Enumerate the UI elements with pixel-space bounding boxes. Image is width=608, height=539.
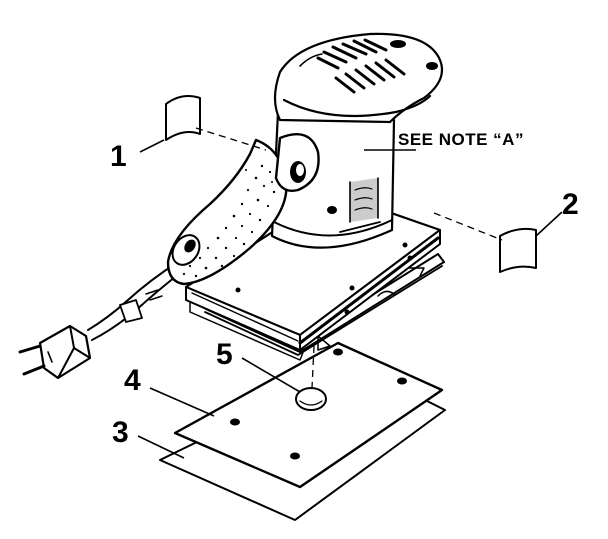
label-sticker-icon [499,227,537,273]
callout-1: 1 [110,140,127,173]
callout-4: 4 [124,364,141,397]
label-sticker-icon [165,95,201,141]
rubber-bumper-icon [295,387,327,411]
callout-5: 5 [216,338,233,371]
power-cord [87,261,185,341]
callout-3: 3 [112,416,129,449]
power-plug-icon [18,324,92,380]
sander-handle [166,133,320,286]
sander-base-plate [184,191,445,361]
top-cap [273,32,444,124]
perforated-pad-icon [173,341,444,489]
callout-2: 2 [562,188,579,221]
note-label: SEE NOTE “A” [398,130,524,149]
